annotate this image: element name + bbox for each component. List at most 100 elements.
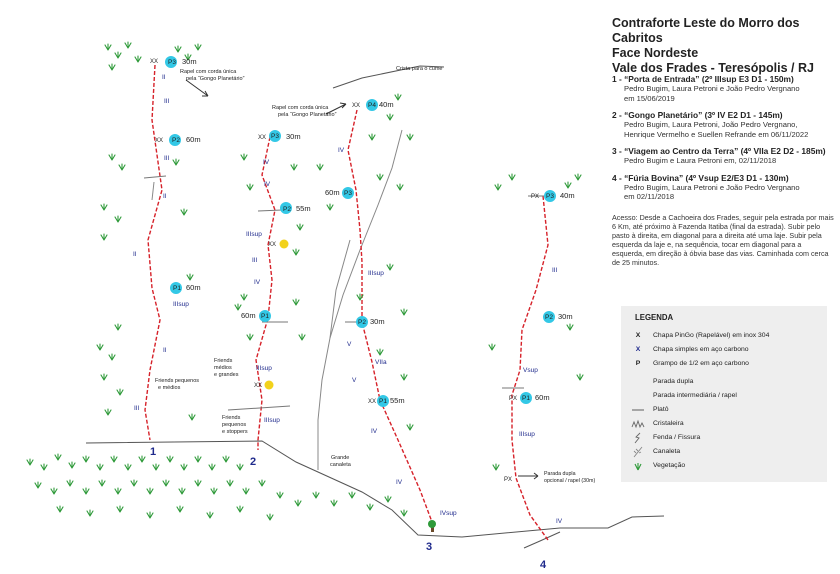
legend-item: Canaleta (621, 446, 827, 458)
grade-label: IIIsup (173, 301, 189, 308)
grade-label: II (163, 347, 167, 354)
legend-label: Parada dupla (653, 378, 694, 385)
grade-label: IIIsup (256, 365, 272, 372)
route-number-3: 3 (426, 541, 432, 553)
route-2-line (255, 136, 276, 450)
title-line-3: Vale dos Frades - Teresópolis / RJ (612, 61, 814, 75)
legend-item: Vegetação (621, 460, 827, 472)
route-4-line (511, 195, 549, 541)
route-3-line (347, 109, 433, 523)
anchor-mark: XX (268, 242, 276, 248)
belay-dot (280, 202, 292, 214)
rappel-note-1: Rapel com corda única (180, 69, 237, 75)
intermediate-belay-dot (264, 380, 274, 390)
route-detail: Pedro Bugim, Laura Petroni, João Pedro V… (624, 120, 798, 129)
gully-note: Grande (331, 455, 349, 461)
grade-label: III (552, 267, 558, 274)
terrain-lines (85, 65, 665, 549)
optional-stop-note: Parada dupla (544, 471, 576, 477)
belay-label: P3 (546, 193, 554, 200)
rappel-note-1b: pela “Gongo Planetário” (186, 76, 245, 82)
crack-icon (631, 432, 645, 444)
anchor-mark: XX (150, 59, 158, 65)
pitch-length: 30m (558, 312, 573, 321)
pitch-length: 60m (186, 283, 201, 292)
crest-note: Crista para o cume (396, 66, 442, 72)
grade-label: V (347, 341, 352, 348)
route-heading: 1 - “Porta de Entrada” (2º IIIsup E3 D1 … (612, 74, 794, 84)
friends-note-2: Friends (214, 358, 233, 364)
pitch-length: 55m (296, 204, 311, 213)
pitch-length: 60m (241, 311, 256, 320)
pitch-length: 30m (370, 317, 385, 326)
friends-note-3b: pequenos (222, 422, 246, 428)
pitch-length: 30m (182, 57, 197, 66)
anchor-mark: PX (504, 477, 512, 483)
belay-dot (170, 282, 182, 294)
friends-note-3c: e stoppers (222, 429, 248, 435)
ledge-icon (631, 404, 645, 416)
belay-dot (269, 130, 281, 142)
grade-label: II (133, 251, 137, 258)
legend-label: Parada intermediária / rapel (653, 392, 737, 399)
legend-item: Parada intermediária / rapel (621, 390, 827, 402)
ledges (143, 175, 556, 411)
friends-note-1b: e médios (158, 385, 181, 391)
route-entry: 3 - “Viagem ao Centro da Terra” (4º VIIa… (612, 146, 834, 166)
grade-label: IV (254, 279, 261, 286)
anchor-mark: PX (509, 396, 517, 402)
rappel-note-2: Rapel com corda única (272, 105, 329, 111)
belay-dot (377, 395, 389, 407)
pitch-length: 30m (286, 132, 301, 141)
legend-item: Fenda / Fissura (621, 432, 827, 444)
friends-note-3: Friends (222, 415, 241, 421)
belay-label: P2 (358, 319, 366, 326)
title-block: Contraforte Leste do Morro dos Cabritos … (612, 16, 834, 76)
stop-arrow (518, 472, 539, 480)
anchor-mark: XX (155, 138, 163, 144)
vegetation-icon (631, 460, 645, 472)
title-line-1: Contraforte Leste do Morro dos Cabritos (612, 16, 800, 45)
intermediate-belay-dot (279, 239, 289, 249)
pitch-length: 40m (560, 191, 575, 200)
legend-item: Platô (621, 404, 827, 416)
anchor-mark: XX (258, 135, 266, 141)
access-description: Acesso: Desde a Cachoeira dos Frades, se… (612, 213, 834, 267)
legend-label: Platô (653, 406, 669, 413)
yellow-dot-icon (631, 390, 645, 402)
belay-dot (342, 187, 354, 199)
legend-box: LEGENDA X Chapa PinGo (Rapelável) em ino… (621, 306, 827, 482)
grade-label: IV (263, 159, 270, 166)
legend-label: Grampo de 1/2 em aço carbono (653, 360, 749, 367)
grade-label: Vsup (523, 367, 538, 374)
belay-label: P1 (261, 313, 269, 320)
legend-label: Fenda / Fissura (653, 434, 701, 441)
legend-label: Chapa simples em aço carbono (653, 346, 749, 353)
optional-stop-note-b: opcional / rapel (30m) (544, 478, 595, 484)
anchor-mark: XX (352, 103, 360, 109)
grade-label: VIIa (375, 359, 387, 366)
friends-note-2b: médios (214, 365, 232, 371)
belay-dot (366, 99, 378, 111)
route-lines (144, 64, 549, 541)
belay-dot (259, 310, 271, 322)
rappel-arrow-1 (185, 79, 209, 97)
grade-label: II (163, 193, 167, 200)
legend-item: Parada dupla (621, 376, 827, 388)
route-number-4: 4 (540, 559, 547, 571)
route-detail: Pedro Bugim, Laura Petroni e João Pedro … (624, 182, 800, 192)
grade-label: IV (396, 479, 403, 486)
legend-item: Cristaleira (621, 418, 827, 430)
grade-label: IV (371, 428, 378, 435)
arrows (185, 79, 539, 480)
belay-label: P1 (379, 398, 387, 405)
route-detail: Henrique Vermelho e Suellen Refrande em … (624, 129, 809, 139)
pitch-length: 55m (390, 396, 405, 405)
gully-lines (151, 129, 403, 470)
pitch-length: 60m (325, 188, 340, 197)
grade-label: IIIsup (368, 270, 384, 277)
grade-label: IIIsup (519, 431, 535, 438)
cyan-dot-icon (631, 376, 645, 388)
route-1-line (144, 64, 163, 441)
belay-dot (169, 134, 181, 146)
